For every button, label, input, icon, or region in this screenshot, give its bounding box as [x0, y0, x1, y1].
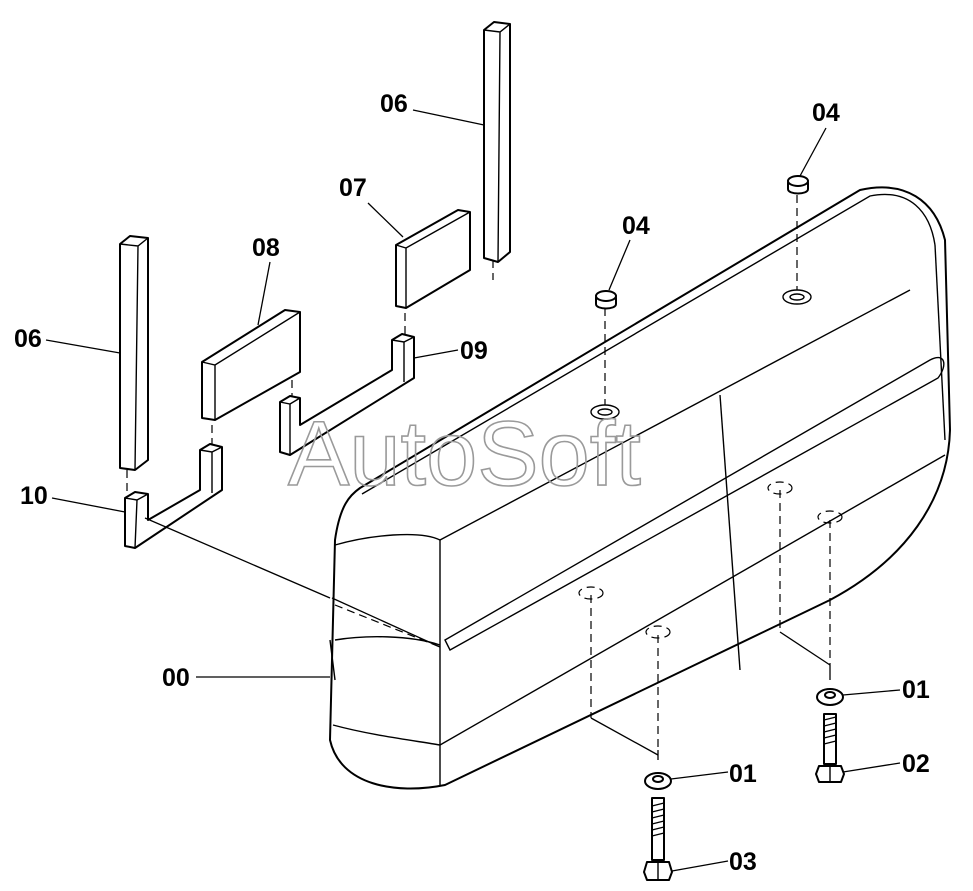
bar-right [483, 21, 511, 263]
callout-04-plug-top: 04 [812, 99, 840, 127]
leader-lines [45, 109, 901, 872]
callout-02-bolt-right: 02 [902, 750, 930, 778]
bolt-left [643, 797, 673, 881]
plate-right [395, 209, 471, 309]
callout-07-plate-right: 07 [339, 174, 367, 202]
callout-10-bracket-left: 10 [20, 482, 48, 510]
washer-right [816, 688, 844, 706]
callout-08-plate-left: 08 [252, 234, 280, 262]
callout-06-bar-right: 06 [380, 90, 408, 118]
plug-top [787, 175, 809, 195]
bracket-left [124, 443, 223, 549]
plug-mid [595, 290, 617, 310]
bolt-right [815, 713, 845, 783]
plate-left [201, 309, 301, 421]
counterweight-body [329, 186, 951, 790]
bracket-right [279, 333, 415, 456]
callout-01-washer-right: 01 [902, 676, 930, 704]
callout-06-bar-left: 06 [14, 325, 42, 353]
callout-01-washer-left: 01 [729, 760, 757, 788]
bolt-axis-lines [590, 631, 831, 760]
callout-00-counterweight: 00 [162, 664, 190, 692]
callout-09-bracket-right: 09 [460, 337, 488, 365]
callout-04-plug-mid: 04 [622, 212, 650, 240]
watermark: AutoSoft [288, 403, 641, 505]
bar-left [119, 235, 149, 471]
washer-left [644, 772, 672, 790]
callout-03-bolt-left: 03 [729, 848, 757, 876]
